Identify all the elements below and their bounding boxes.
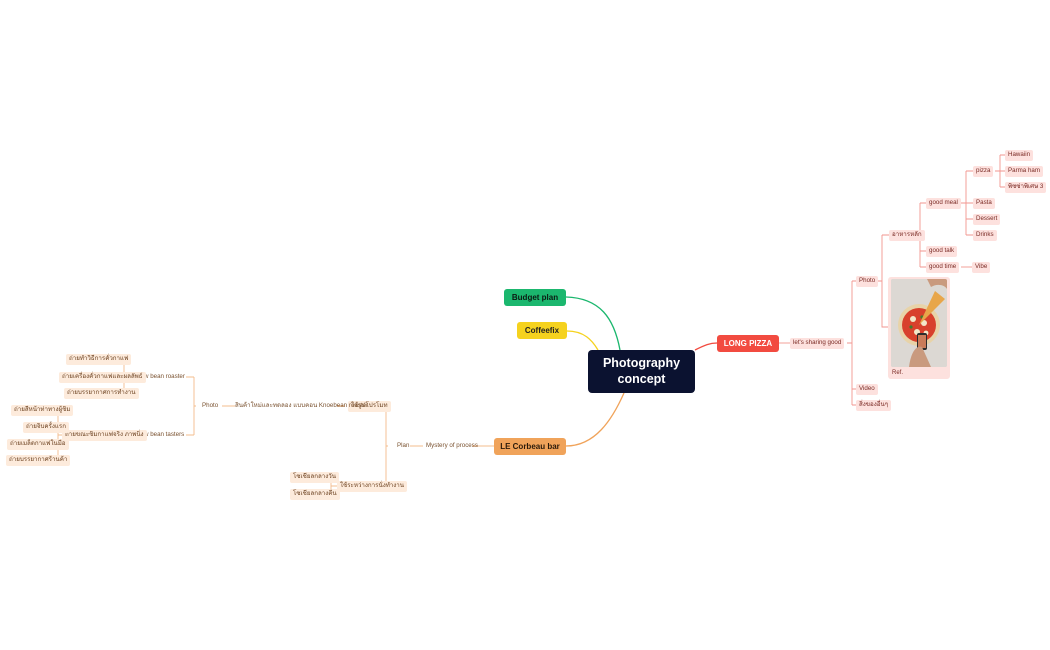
central-topic-line1: Photography [602,355,681,370]
node-pizza-other[interactable]: สิ่งของอื่นๆ [856,400,892,411]
node-roaster-3[interactable]: ถ่ายบรรยากาศการทำงาน [64,388,139,399]
node-good-time[interactable]: good time [926,262,960,273]
node-roaster-1[interactable]: ถ่ายทำวิธีการคั่วกาแฟ [66,354,132,365]
node-parma-ham[interactable]: Parma ham [1005,166,1043,177]
node-mystery-of-process[interactable]: Mystery of process [426,442,478,450]
branch-long-pizza[interactable]: LONG PIZZA [717,335,779,352]
node-pizza[interactable]: pizza [973,166,994,177]
node-special-pizza[interactable]: พิซซ่าพิเศษ 3 [1005,182,1047,193]
node-tasters-2[interactable]: ถ่ายจิบครั้งแรก [23,422,69,433]
central-topic-line2: concept [617,371,666,386]
node-b-b[interactable]: โซเชียลกลางคืน [290,489,340,500]
node-pizza-category[interactable]: อาหารหลัก [889,230,925,241]
node-tasters-4[interactable]: ถ่ายบรรยากาศร้านค้า [6,455,71,466]
branch-coffeefix[interactable]: Coffeefix [517,322,567,339]
node-corbeau-photo[interactable]: Photo [202,402,219,410]
reference-label: Ref. [892,370,904,376]
node-drinks[interactable]: Drinks [973,230,997,241]
branch-budget-plan[interactable]: Budget plan [504,289,566,306]
node-tasters-1[interactable]: ถ่ายสีหน้าท่าทางผู้ชิม [11,405,74,416]
node-dessert[interactable]: Dessert [973,214,1001,225]
node-know-bean-tasters[interactable]: Know bean tasters [133,431,185,439]
node-roaster-2[interactable]: ถ่ายเครื่องคั่วกาแฟและผลลัพธ์ [59,372,146,383]
node-know-bean-roaster[interactable]: Know bean roaster [133,373,185,381]
node-good-meal[interactable]: good meal [926,198,961,209]
node-line-a[interactable]: ใช้รูปโปรโมท [348,401,391,412]
node-b-a[interactable]: โซเชียลกลางวัน [290,472,339,483]
node-pizza-photo[interactable]: Photo [856,276,879,287]
branch-le-corbeau-bar[interactable]: LE Corbeau bar [494,438,566,455]
node-lets-sharing-good[interactable]: let's sharing good [790,338,845,349]
central-topic[interactable]: Photography concept [588,350,695,393]
node-hawaiin[interactable]: Hawaiin [1005,150,1034,161]
node-plan[interactable]: Plan [397,442,410,450]
node-good-talk[interactable]: good talk [926,246,958,257]
node-concept[interactable]: สินค้าใหม่และทดลอง แบบคอน Knoebean roast… [235,402,369,410]
node-vibe[interactable]: Vibe [972,262,991,273]
node-pasta[interactable]: Pasta [973,198,995,209]
node-pizza-video[interactable]: Video [856,384,878,395]
node-line-b[interactable]: ใช้ระหว่างการนั่งทำงาน [337,481,407,492]
node-tasters-mid[interactable]: ถ่ายขณะชิมกาแฟจริง ภาพนิ่ง [62,430,147,441]
node-tasters-3[interactable]: ถ่ายเมล็ดกาแฟในมือ [7,439,69,450]
pizza-reference-image [891,279,947,367]
